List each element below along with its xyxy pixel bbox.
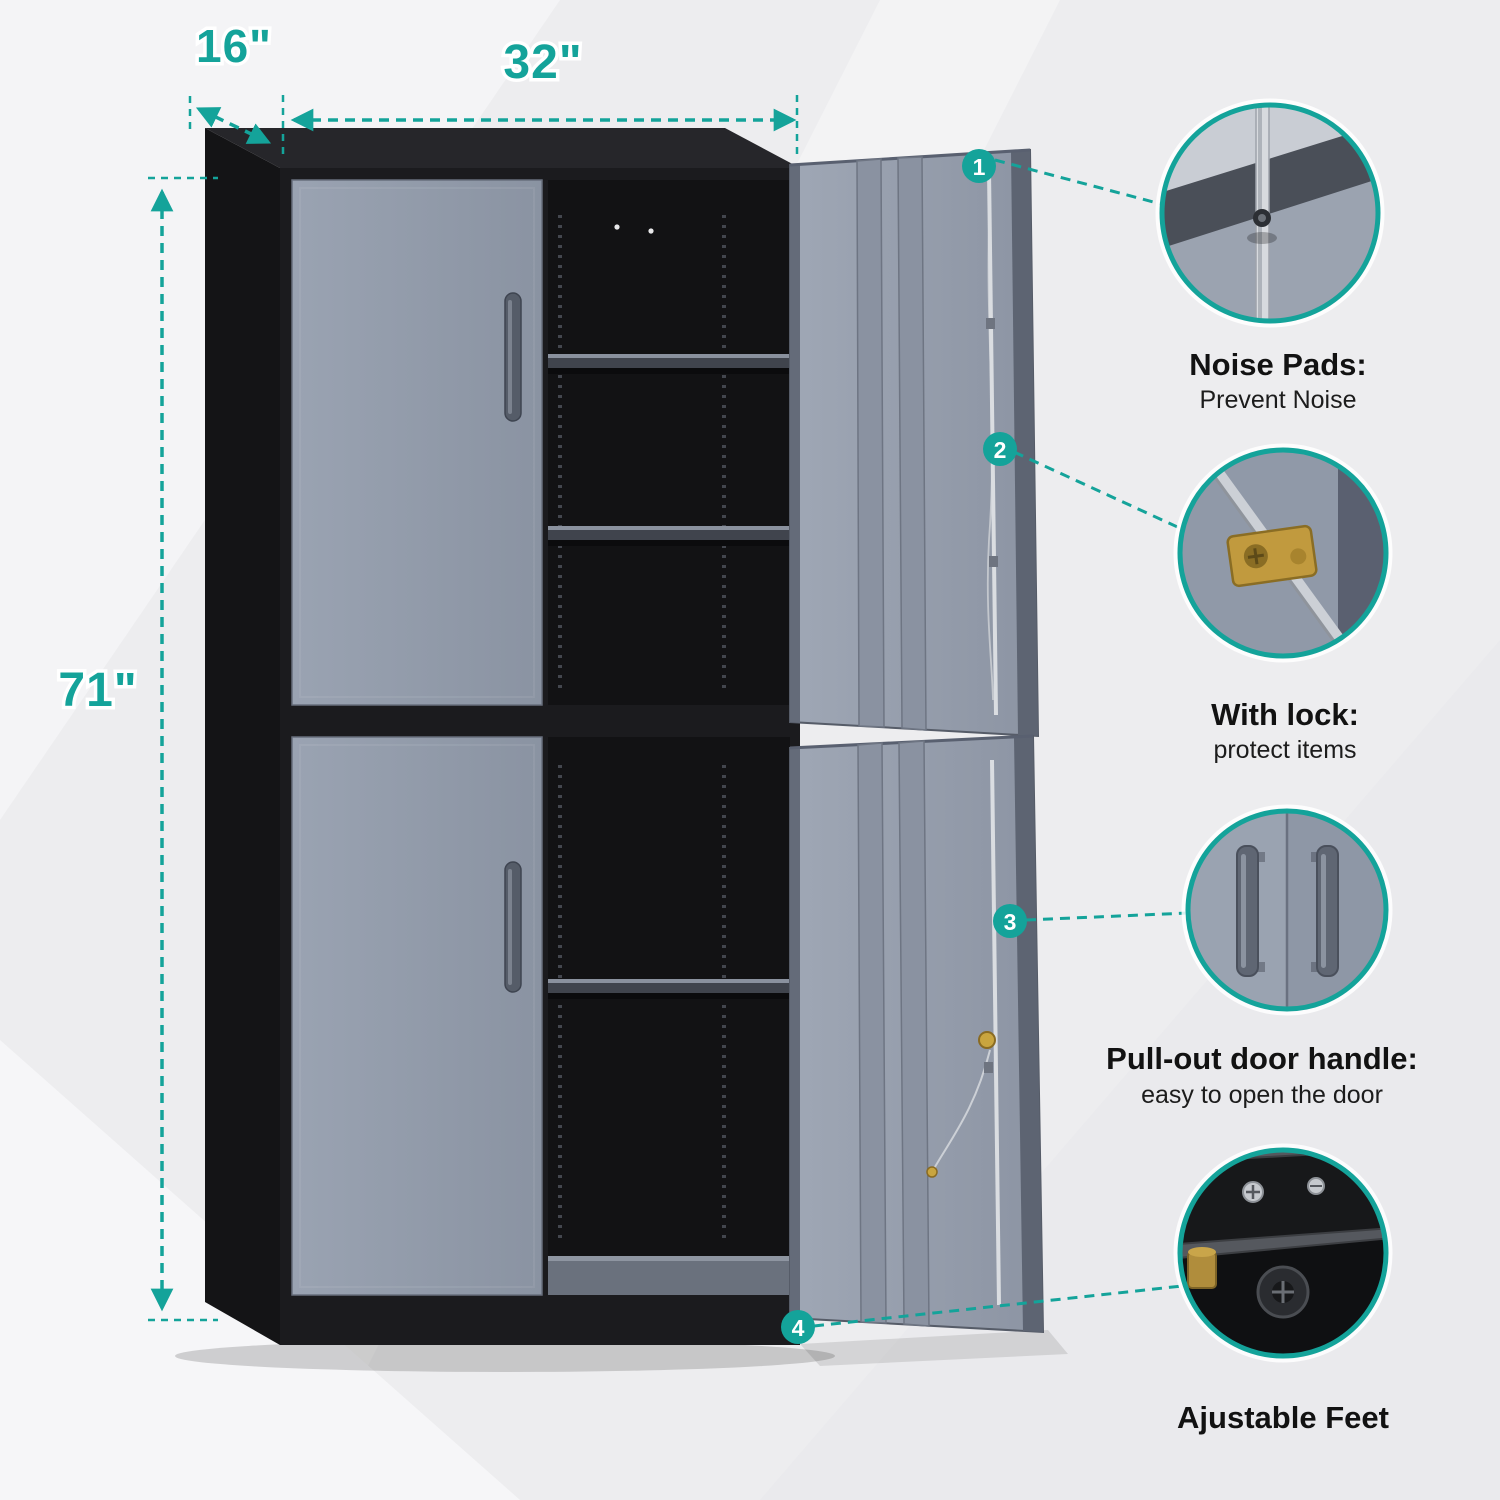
callout-connector-4	[813, 1284, 1183, 1328]
rod-bracket	[986, 318, 995, 329]
left-door-upper	[291, 179, 543, 706]
door-hinge-edge	[790, 747, 800, 1319]
cabinet-shadow	[175, 1340, 835, 1372]
badge-number: 1	[973, 154, 986, 180]
interior-back-upper	[548, 180, 790, 705]
lock-rod	[990, 759, 1001, 1306]
cam-lock	[978, 1031, 996, 1049]
callout-subtitle-noise-pads: Prevent Noise	[1199, 386, 1356, 414]
badge-number: 3	[1004, 909, 1017, 935]
callout-connector-1	[994, 158, 1162, 206]
open-door-shadow	[800, 1330, 1068, 1366]
callout-title-feet: Ajustable Feet	[1177, 1400, 1389, 1435]
door-stiffener	[898, 740, 930, 1327]
left-door-lower	[291, 736, 543, 1296]
callout-title-lock: With lock:	[1211, 697, 1359, 732]
cabinet-interior-upper	[548, 180, 790, 705]
badge-number: 4	[792, 1315, 805, 1341]
detail-circle-handles	[1181, 804, 1393, 1016]
door-free-edge	[1011, 150, 1038, 736]
interior-back-lower	[548, 737, 790, 1295]
noise-pads-icon	[1164, 107, 1376, 319]
callout-subtitle-handles: easy to open the door	[1141, 1081, 1383, 1109]
open-door-upper	[789, 148, 1040, 738]
cable-fitting	[926, 1166, 938, 1178]
door-hinge-edge	[790, 164, 800, 723]
rod-bracket	[989, 556, 998, 567]
badge-number: 2	[994, 437, 1007, 463]
door-handle	[504, 861, 522, 993]
callout-title-handles: Pull-out door handle:	[1106, 1041, 1418, 1076]
height-dimension: 71"	[55, 176, 218, 1322]
shelf	[548, 979, 790, 999]
detail-circle-feet	[1173, 1143, 1393, 1363]
vent-hole	[648, 228, 654, 234]
vent-hole	[614, 224, 620, 230]
shelf	[548, 526, 790, 546]
detail-circle-noise-pads	[1155, 98, 1385, 328]
rod-bracket	[984, 1062, 993, 1073]
depth-dimension-label: 16"	[196, 20, 272, 72]
door-free-edge	[1014, 736, 1043, 1332]
width-dimension: 32"	[281, 33, 799, 158]
adjustable-feet-icon	[1182, 1152, 1384, 1354]
cabinet-interior-lower	[548, 737, 790, 1295]
cabinet-top-panel	[205, 128, 800, 168]
callout-badge-1: 1	[962, 149, 996, 183]
open-door-lower	[789, 734, 1045, 1334]
callout-subtitle-lock: protect items	[1213, 736, 1356, 764]
storage-cabinet	[205, 128, 1045, 1345]
cabinet-floor-panel	[548, 1256, 790, 1295]
width-dimension-label: 32"	[503, 36, 582, 89]
cabinet-side-panel	[205, 128, 280, 1345]
callout-connector-2	[1013, 450, 1185, 532]
depth-dimension: 16"	[188, 17, 274, 144]
callout-badge-2: 2	[983, 432, 1017, 466]
callout-badge-4: 4	[781, 1310, 815, 1344]
depth-dimension-arrow	[195, 107, 272, 144]
height-dimension-label: 71"	[58, 664, 137, 717]
callout-badge-3: 3	[993, 904, 1027, 938]
door-handle	[504, 292, 522, 422]
door-stiffener	[897, 156, 927, 731]
door-stiffener	[856, 158, 885, 728]
door-stiffener	[857, 742, 887, 1324]
shelf	[548, 354, 790, 374]
callout-title-noise-pads: Noise Pads:	[1189, 347, 1366, 382]
